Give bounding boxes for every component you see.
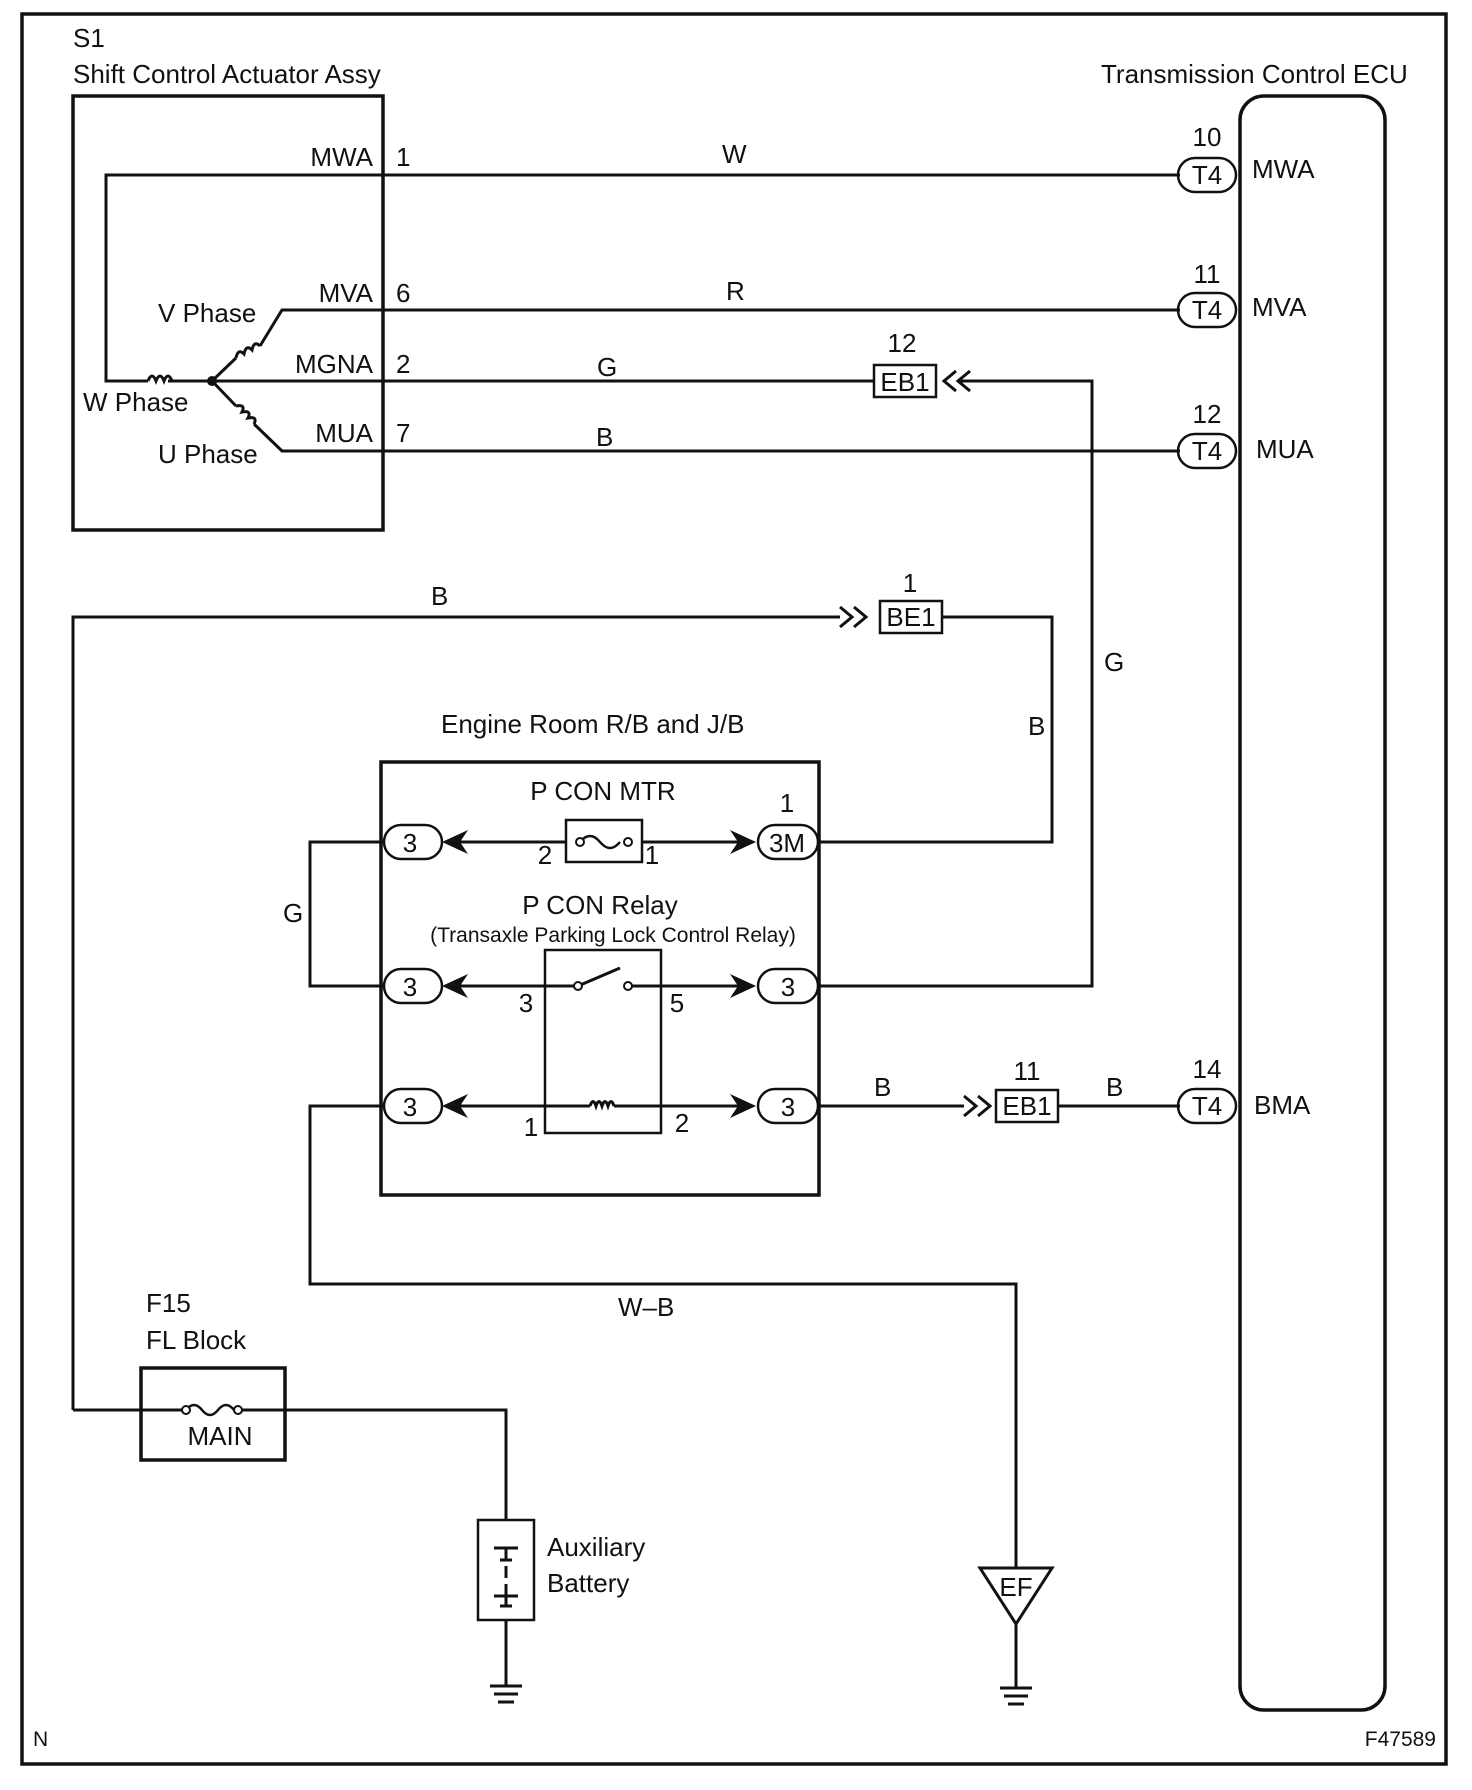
- ground-ef: EF: [977, 1566, 1055, 1706]
- wire-color-label: B: [1028, 711, 1045, 741]
- svg-text:1: 1: [903, 568, 917, 598]
- wire-color-label: G: [1104, 647, 1124, 677]
- wire-color-label: G: [597, 352, 617, 382]
- wire-color-label: R: [726, 276, 745, 306]
- rb-conn-left-2: 3: [382, 967, 468, 1005]
- act-pin-name: MVA: [319, 278, 374, 308]
- actuator-box: [71, 94, 385, 532]
- svg-text:EB1: EB1: [1002, 1091, 1051, 1121]
- corner-label-left: N: [33, 1728, 48, 1751]
- svg-text:14: 14: [1193, 1054, 1222, 1084]
- rb-title: Engine Room R/B and J/B: [441, 709, 745, 739]
- rb-conn-right-2: 3: [730, 967, 820, 1005]
- svg-text:BE1: BE1: [886, 602, 935, 632]
- fl-fuse-label: MAIN: [188, 1421, 253, 1451]
- ecu-name: Transmission Control ECU: [1101, 59, 1408, 89]
- u-phase-label: U Phase: [158, 439, 258, 469]
- act-pin-name: MUA: [315, 418, 373, 448]
- diagram-frame: [20, 12, 1448, 1766]
- battery-label-line1: Auxiliary: [547, 1532, 645, 1562]
- w-phase-label: W Phase: [83, 387, 189, 417]
- svg-text:3: 3: [781, 972, 795, 1002]
- act-pin-name: MGNA: [295, 349, 374, 379]
- wire-color-label: G: [283, 898, 303, 928]
- act-pin-num: 1: [396, 142, 410, 172]
- svg-text:3: 3: [781, 1092, 795, 1122]
- ecu-pin-num: 10: [1193, 122, 1222, 152]
- ecu-connector-mwa: 10 T4 MWA: [1176, 122, 1315, 194]
- fl-block-name: FL Block: [146, 1325, 247, 1355]
- act-pin-name: MWA: [310, 142, 373, 172]
- act-pin-num: 7: [396, 418, 410, 448]
- wire-g-jumper: [308, 840, 384, 988]
- fl-block-ref: F15: [146, 1288, 191, 1318]
- wire-wb: [308, 1104, 1018, 1568]
- svg-text:2: 2: [675, 1108, 689, 1138]
- svg-text:11: 11: [1014, 1056, 1041, 1086]
- rb-conn-right-3: 3: [730, 1087, 820, 1125]
- svg-text:2: 2: [538, 840, 552, 870]
- eb1-bma-connector: 11 EB1: [994, 1056, 1060, 1124]
- rb-conn-left-1: 3: [382, 823, 468, 861]
- svg-text:1: 1: [524, 1112, 538, 1142]
- svg-text:T4: T4: [1192, 1091, 1222, 1121]
- fuse-label: P CON MTR: [530, 776, 675, 806]
- ecu-connector-mva: 11 T4 MVA: [1176, 259, 1307, 329]
- fl-block-box: [139, 1366, 287, 1462]
- actuator-ref: S1: [73, 23, 105, 53]
- svg-text:T4: T4: [1192, 160, 1222, 190]
- svg-text:EB1: EB1: [880, 367, 929, 397]
- svg-text:MUA: MUA: [1256, 434, 1314, 464]
- ecu-box: [1238, 94, 1387, 1712]
- rb-conn-3m: 1 3M: [730, 788, 820, 861]
- act-pin-num: 2: [396, 349, 410, 379]
- svg-text:3: 3: [519, 988, 533, 1018]
- ecu-connector-bma: 14 T4 BMA: [1176, 1054, 1311, 1125]
- rb-conn-left-3: 3: [382, 1087, 468, 1125]
- svg-text:12: 12: [1193, 399, 1222, 429]
- v-phase-label: V Phase: [158, 298, 256, 328]
- relay-label: P CON Relay: [522, 890, 678, 920]
- svg-text:MVA: MVA: [1252, 292, 1307, 322]
- battery-label-line2: Battery: [547, 1568, 629, 1598]
- ecu-connector-mua: 12 T4 MUA: [1176, 399, 1314, 470]
- rb-box: [379, 760, 821, 1197]
- svg-text:12: 12: [888, 328, 917, 358]
- svg-text:3: 3: [403, 1092, 417, 1122]
- svg-text:3: 3: [403, 972, 417, 1002]
- svg-text:3M: 3M: [769, 828, 805, 858]
- svg-text:1: 1: [780, 788, 794, 818]
- svg-text:3: 3: [403, 828, 417, 858]
- relay-box: [543, 948, 663, 1135]
- wire-color-label: W: [722, 139, 747, 169]
- motor-windings: [104, 173, 370, 453]
- wire-color-label: B: [431, 581, 448, 611]
- svg-text:EF: EF: [999, 1572, 1032, 1602]
- wire-color-label: B: [874, 1072, 891, 1102]
- svg-text:1: 1: [645, 840, 659, 870]
- star-point: [207, 376, 217, 386]
- act-pin-num: 6: [396, 278, 410, 308]
- wire-color-label: B: [596, 422, 613, 452]
- figure-code: F47589: [1365, 1728, 1436, 1751]
- svg-text:T4: T4: [1192, 295, 1222, 325]
- svg-text:BMA: BMA: [1254, 1090, 1311, 1120]
- ecu-pin-name: MWA: [1252, 154, 1315, 184]
- relay-sublabel: (Transaxle Parking Lock Control Relay): [430, 924, 796, 947]
- actuator-name: Shift Control Actuator Assy: [73, 59, 381, 89]
- wire-color-label: W–B: [618, 1292, 674, 1322]
- eb1-ground-connector: 12 EB1: [820, 328, 1094, 988]
- svg-text:11: 11: [1194, 259, 1221, 289]
- auxiliary-battery: [476, 1518, 536, 1704]
- svg-text:T4: T4: [1192, 436, 1222, 466]
- wire-color-label: B: [1106, 1072, 1123, 1102]
- svg-text:5: 5: [670, 988, 684, 1018]
